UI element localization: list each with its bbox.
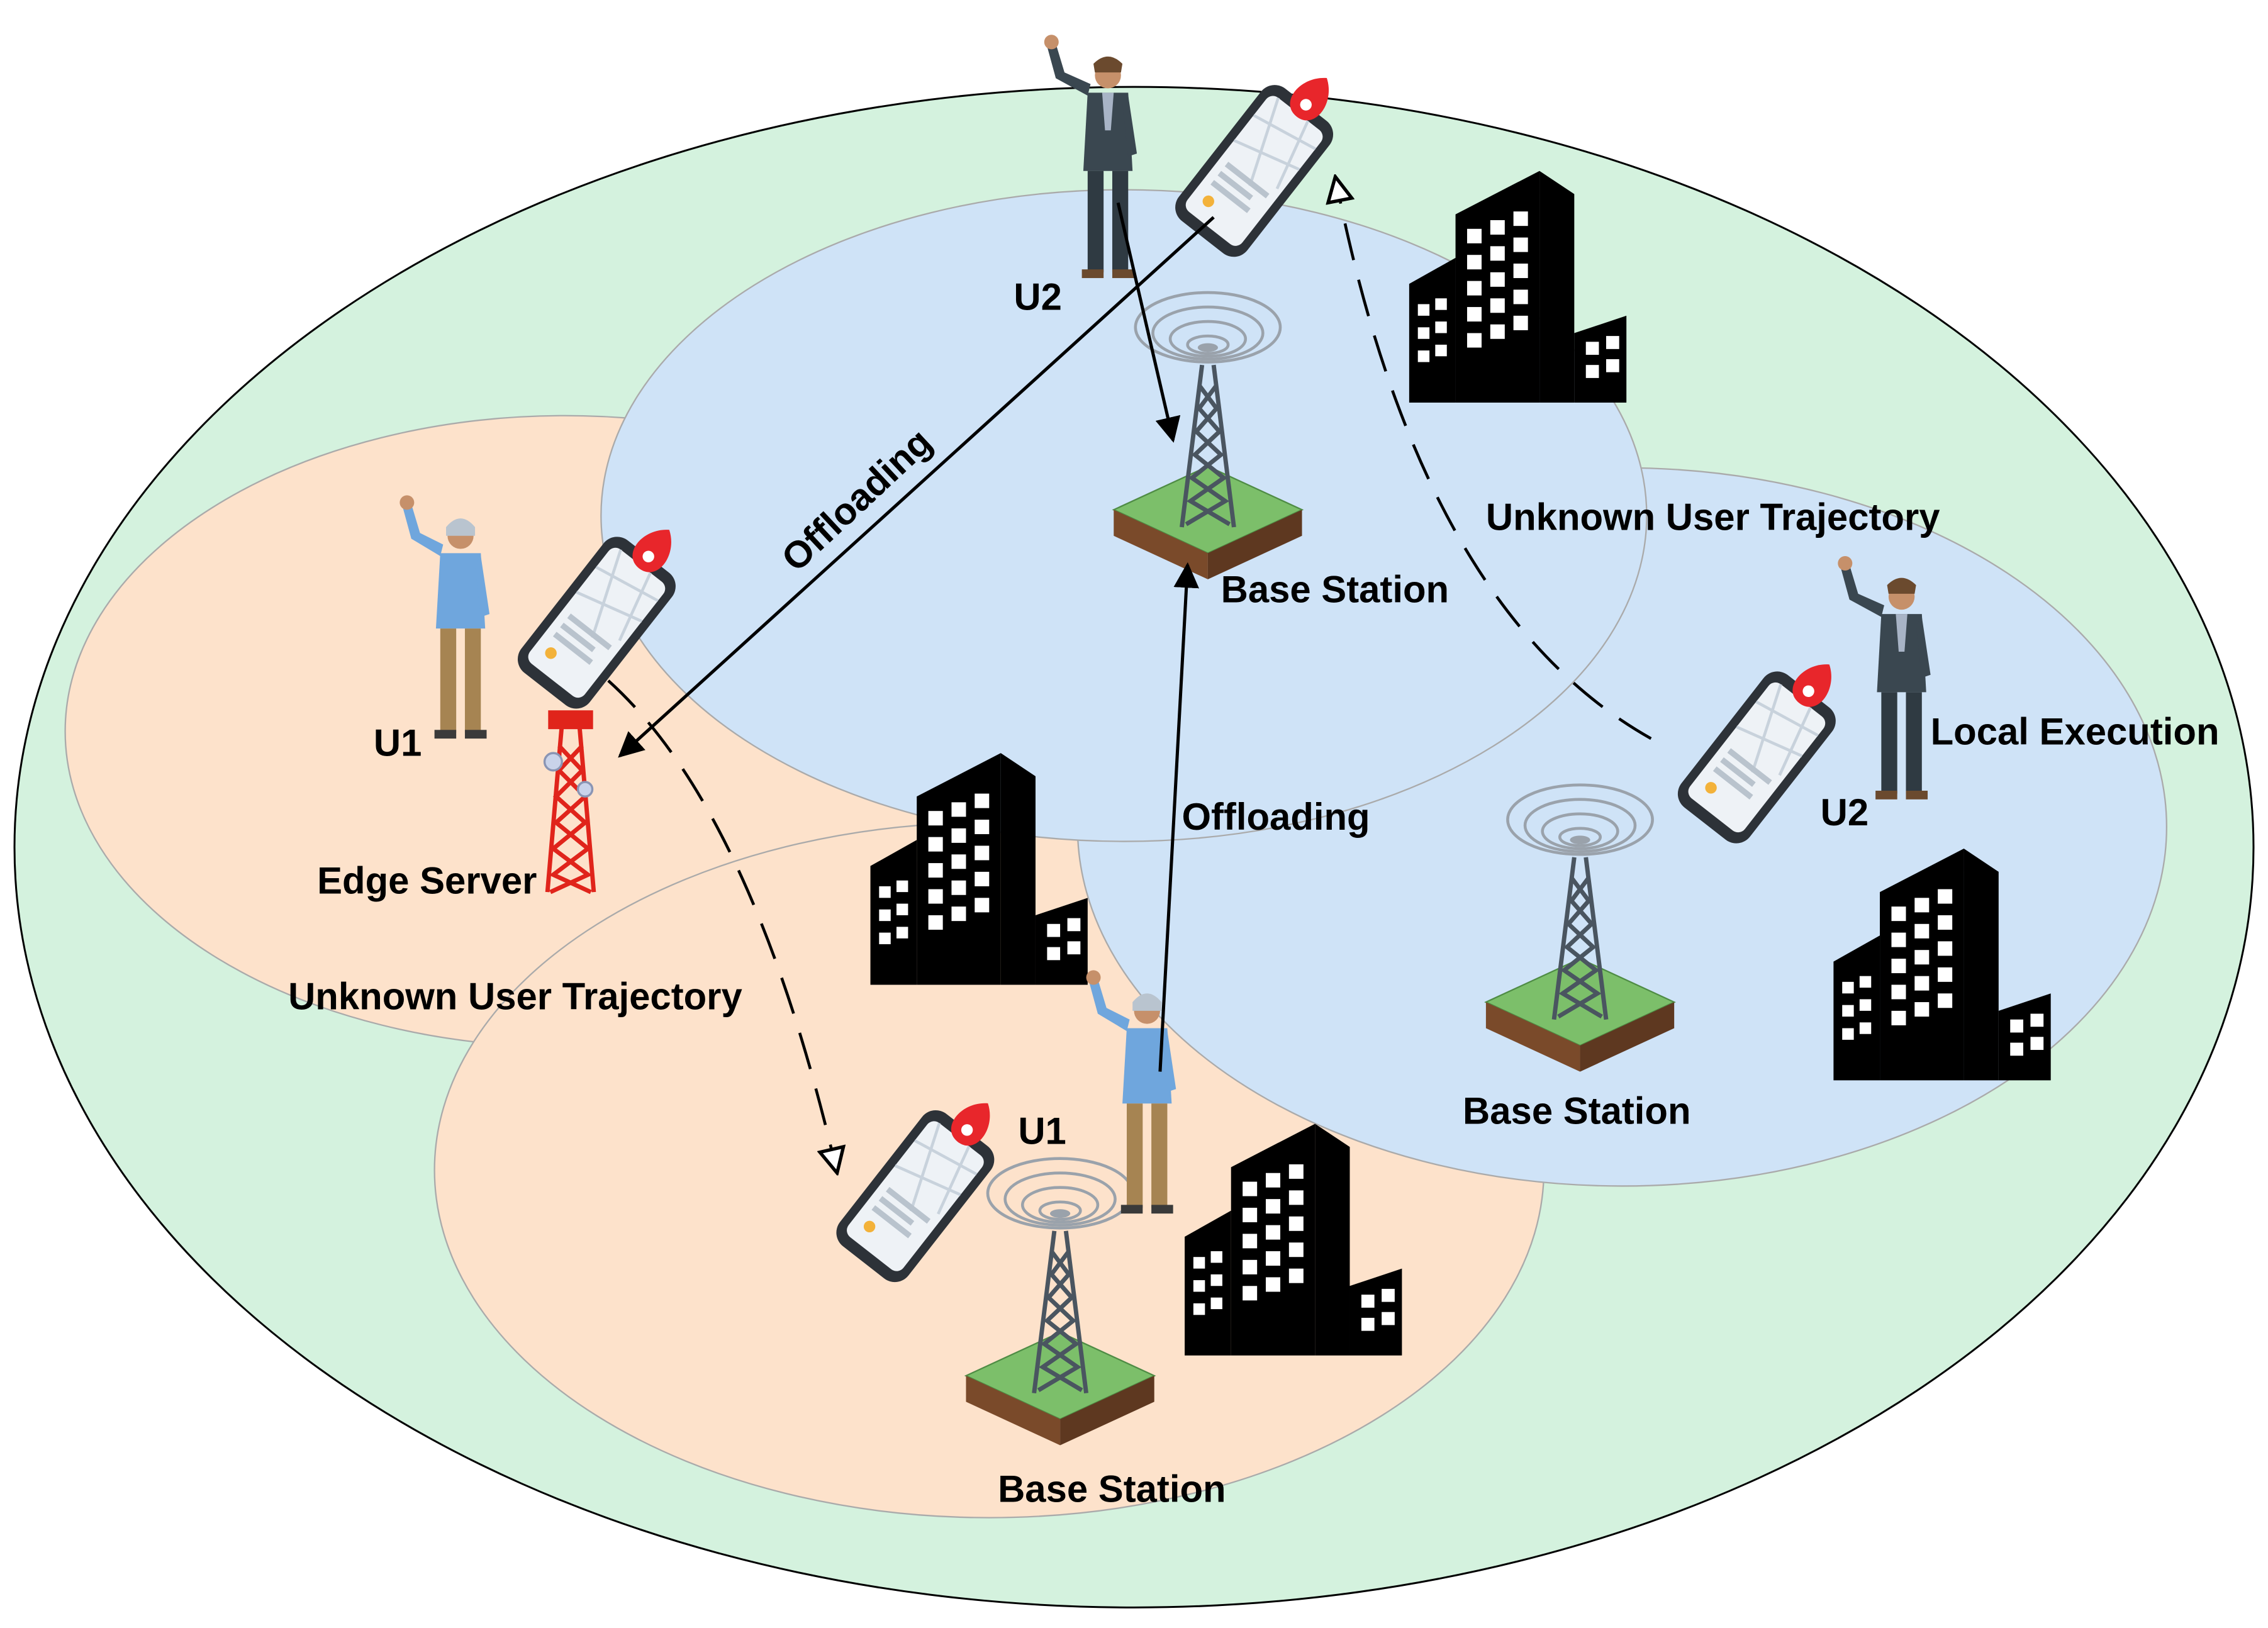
offloading-arrow-u2-to-base-station [1116, 202, 1181, 443]
offloading-arrow-u2-to-edge [618, 216, 1215, 758]
label-u1-left: U1 [374, 722, 422, 764]
label-u2-top: U2 [1014, 276, 1061, 318]
label-base-station-right: Base Station [1463, 1090, 1690, 1132]
label-u2-right: U2 [1821, 791, 1869, 834]
label-edge-server: Edge Server [317, 859, 537, 901]
label-base-station-top: Base Station [1221, 569, 1449, 611]
edge-server-tower-icon [543, 710, 596, 895]
label-base-station-bottom: Base Station [998, 1468, 1226, 1510]
label-u1-bottom: U1 [1018, 1110, 1066, 1152]
trajectory-arrow-u2 [1335, 177, 1652, 740]
label-offloading-vertical: Offloading [1181, 796, 1370, 838]
offloading-arrow-u1-to-base-station [1158, 562, 1199, 1072]
trajectory-arrow-u1 [607, 679, 837, 1173]
label-local-execution: Local Execution [1931, 710, 2220, 752]
label-trajectory-right: Unknown User Trajectory [1486, 496, 1940, 538]
label-trajectory-left: Unknown User Trajectory [288, 976, 742, 1018]
